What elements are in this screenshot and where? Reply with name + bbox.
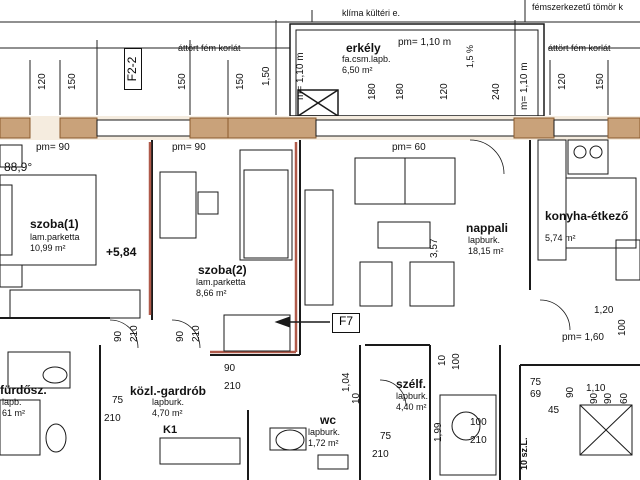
dim-w120: 120 — [37, 73, 48, 90]
room-szoba2-area: 8,66 m² — [196, 288, 227, 298]
dim-d10b: 10 — [437, 354, 448, 366]
dim-d210b: 210 — [191, 325, 202, 342]
dim-pm60: pm= 60 — [392, 142, 426, 153]
dim-d60: 60 — [619, 392, 630, 404]
room-wc-material: lapburk. — [308, 427, 341, 437]
room-wc-area: 1,72 m² — [308, 438, 339, 448]
dim-d210a: 210 — [129, 325, 140, 342]
dim-d75b: 75 — [380, 431, 392, 442]
interior-walls — [0, 140, 640, 480]
dim-w150c: 150 — [235, 73, 246, 90]
dim-d210c: 210 — [224, 381, 241, 392]
note-femszerkezetu: fémszerkezetű tömör k — [532, 2, 624, 12]
dim-pm90b: pm= 90 — [172, 142, 206, 153]
dim-e110a: m= 1,10 m — [295, 52, 306, 100]
dim-d90f: 90 — [603, 392, 614, 404]
furniture — [0, 139, 640, 476]
partition-walls — [148, 142, 298, 354]
dim-d75c: 75 — [530, 377, 542, 388]
note-szl: 10 sz.L. — [519, 437, 529, 470]
room-gardrob-area: 4,70 m² — [152, 408, 183, 418]
dim-d100a: 100 — [451, 353, 462, 370]
room-nappali-name: nappali — [466, 221, 509, 235]
dim-d45: 45 — [548, 405, 560, 416]
room-nappali-material: lapburk. — [468, 235, 501, 245]
room-furdo-material: lapb. — [2, 397, 22, 407]
dim-d90a: 90 — [113, 330, 124, 342]
room-gardrob-material: lapburk. — [152, 397, 185, 407]
room-furdo-area: 61 m² — [2, 408, 26, 418]
dim-e110b: m= 1,10 m — [519, 62, 530, 110]
note-attort-right: áttört fém korlát — [548, 43, 611, 53]
dim-n357: 3,57 — [429, 238, 440, 258]
note-attort-left: áttört fém korlát — [178, 43, 241, 53]
dim-w120c: 120 — [557, 73, 568, 90]
dim-d90b: 90 — [175, 330, 186, 342]
dim-pm90a: pm= 90 — [36, 142, 70, 153]
room-szoba2-material: lam.parketta — [196, 277, 246, 287]
room-szoba1-material: lam.parketta — [30, 232, 80, 242]
dim-d104: 1,04 — [341, 372, 352, 392]
room-szoba1-area: 10,99 m² — [30, 243, 66, 253]
slope-label: 1,5 % — [465, 44, 475, 68]
dim-w150d: 150 — [595, 73, 606, 90]
level-label: +5,84 — [106, 245, 137, 259]
dim-d199: 1,99 — [433, 422, 444, 442]
dim-d75a: 75 — [112, 395, 124, 406]
dim-pm160: pm= 1,60 — [562, 332, 604, 343]
exterior-wall — [0, 116, 640, 140]
dim-d100c: 100 — [617, 319, 628, 336]
dim-d90e: 90 — [589, 392, 600, 404]
room-erkely-area: 6,50 m² — [342, 65, 373, 75]
dim-d90d: 90 — [565, 386, 576, 398]
dim-d110: 1,10 — [586, 383, 606, 394]
room-szelf-material: lapburk. — [396, 391, 429, 401]
dim-w180a: 180 — [367, 83, 378, 100]
room-erkely-material: fa.csm.lapb. — [342, 54, 391, 64]
room-szoba1-name: szoba(1) — [30, 217, 79, 231]
dim-d10a: 10 — [351, 392, 362, 404]
tag-f7: F7 — [332, 313, 360, 333]
level-marker — [274, 316, 330, 328]
note-klima: klíma kültéri e. — [342, 8, 401, 18]
dim-pm110top: pm= 1,10 m — [398, 37, 452, 48]
tag-k1: K1 — [163, 424, 178, 436]
room-gardrob-name: közl.-gardrób — [130, 384, 207, 398]
dim-d90c: 90 — [224, 363, 236, 374]
dim-d69: 69 — [530, 389, 542, 400]
dim-angle: 88,9° — [4, 160, 33, 174]
dim-w120b: 120 — [439, 83, 450, 100]
room-furdo-name: fürdősz. — [0, 383, 47, 397]
room-wc-name: wc — [320, 413, 337, 427]
dim-w240: 240 — [491, 83, 502, 100]
dim-w180b: 180 — [395, 83, 406, 100]
room-szelf-name: szélf. — [396, 377, 427, 391]
room-erkely-name: erkély — [346, 41, 381, 55]
dim-w150a: 150 — [67, 73, 78, 90]
door-swings — [109, 139, 571, 407]
dim-d210e: 210 — [372, 449, 389, 460]
dim-pm120: 1,20 — [594, 305, 614, 316]
room-szoba2-name: szoba(2) — [198, 263, 247, 277]
dimension-lines — [0, 0, 640, 115]
dim-e150: 1,50 — [261, 66, 272, 86]
room-konyha-name: konyha-étkező — [545, 209, 629, 223]
dim-d100b: 100 — [470, 417, 487, 428]
room-nappali-area: 18,15 m² — [468, 246, 504, 256]
dim-w150b: 150 — [177, 73, 188, 90]
room-szelf-area: 4,40 m² — [396, 402, 427, 412]
tag-f2: F2-2 — [124, 48, 142, 90]
room-konyha-area: 5,74 m² — [545, 233, 576, 243]
dim-d210d: 210 — [104, 413, 121, 424]
dim-d210f: 210 — [470, 435, 487, 446]
